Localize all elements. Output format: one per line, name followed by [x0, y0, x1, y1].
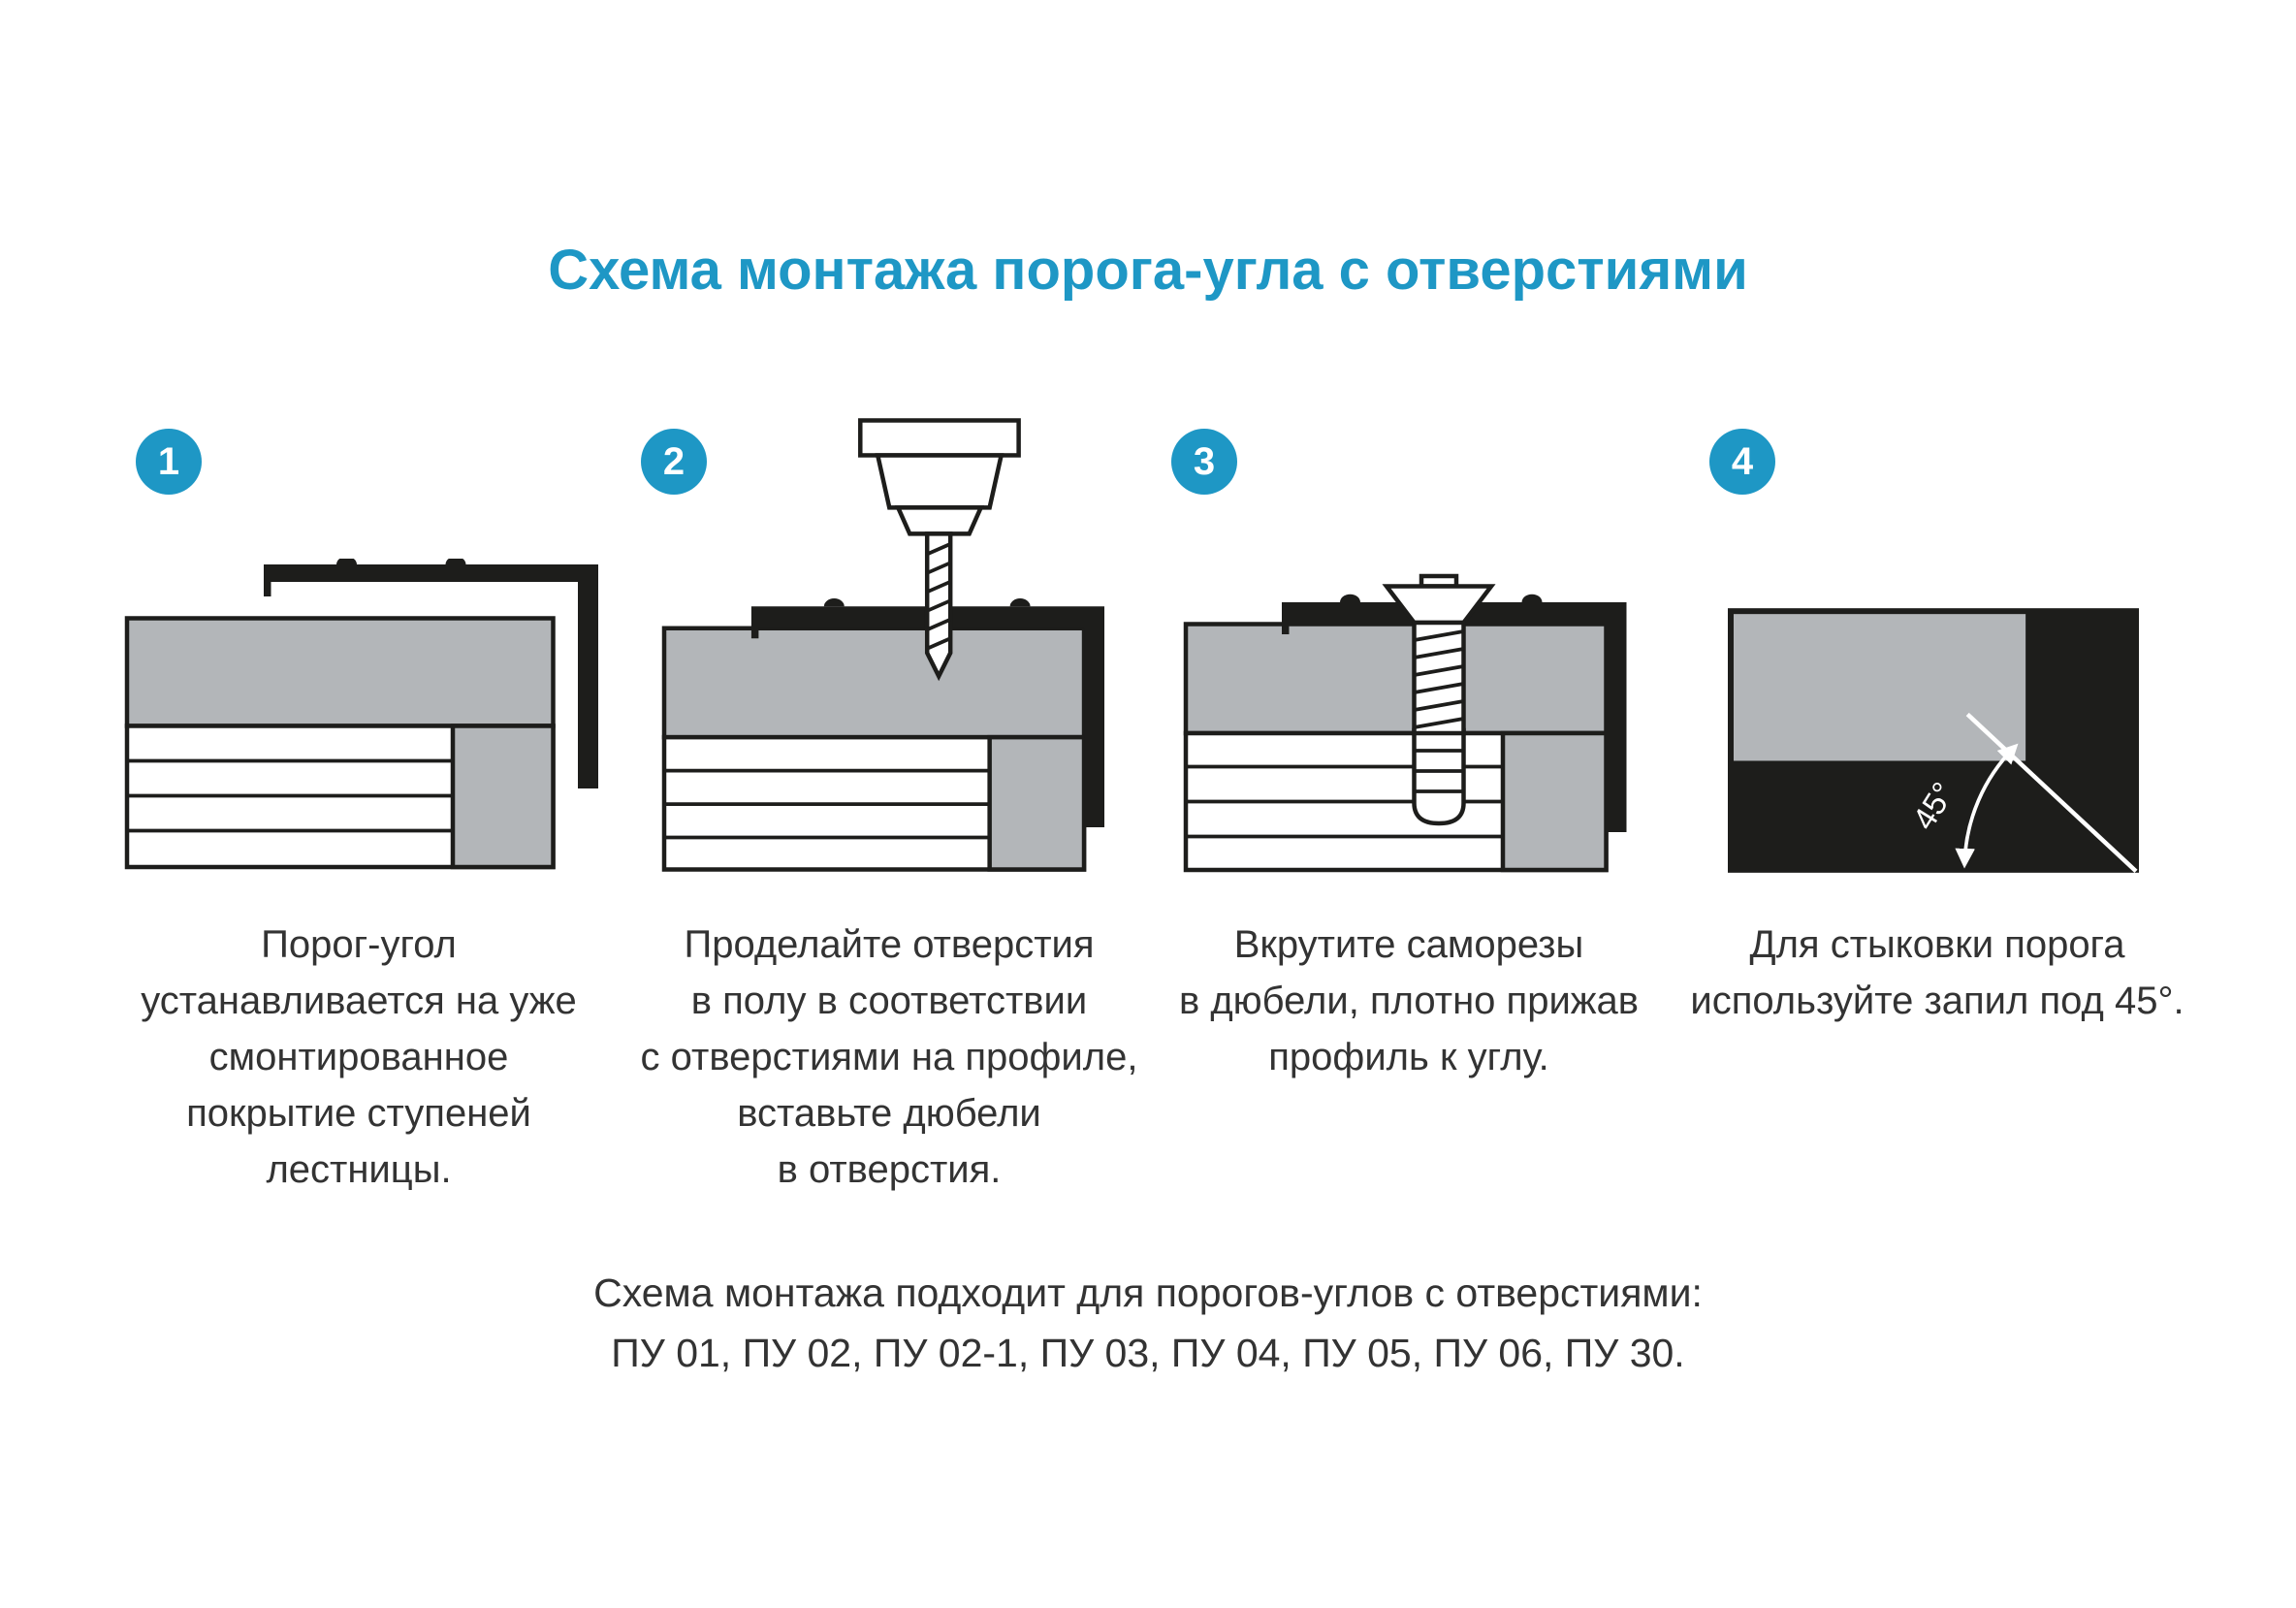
step1-badge: 1 — [136, 429, 202, 495]
step2-illustration-drilling — [661, 418, 1105, 872]
page-title: Схема монтажа порога-угла с отверстиями — [548, 239, 1748, 302]
step4-illustration-miter-cut: 45° — [1728, 608, 2139, 873]
step3-number: 3 — [1193, 439, 1216, 483]
drill-icon — [858, 418, 1021, 682]
angle-arc-arrow — [1955, 743, 2019, 869]
corner-profile — [1282, 594, 1627, 832]
step1-illustration-corner-profile — [124, 559, 598, 870]
step3-caption: Вкрутите саморезы в дюбели, плотно прижа… — [1178, 923, 1640, 1078]
step4-caption: Для стыковки порога используйте запил по… — [1690, 923, 2184, 1022]
step2-caption: Проделайте отверстия в полу в соответств… — [640, 923, 1138, 1191]
step3-illustration-screwing — [1183, 573, 1627, 873]
step2-number: 2 — [662, 439, 686, 483]
floor-block — [1183, 622, 1609, 873]
corner-profile — [264, 559, 598, 788]
profile-surface-gray — [1733, 614, 2026, 761]
step1-caption: Порог-угол устанавливается на уже смонти… — [141, 923, 577, 1191]
corner-profile — [750, 598, 1105, 828]
dowel — [1412, 727, 1466, 826]
step2-badge: 2 — [641, 429, 707, 495]
stair-step-block — [124, 616, 556, 870]
miter-cut-line — [1965, 712, 2138, 873]
footer-note: Схема монтажа подходит для порогов-углов… — [593, 1270, 1703, 1375]
step4-badge: 4 — [1709, 429, 1775, 495]
step1-number: 1 — [157, 439, 180, 483]
step3-badge: 3 — [1171, 429, 1237, 495]
floor-block — [661, 626, 1087, 872]
screw-icon — [1382, 573, 1496, 736]
step4-number: 4 — [1731, 439, 1754, 483]
